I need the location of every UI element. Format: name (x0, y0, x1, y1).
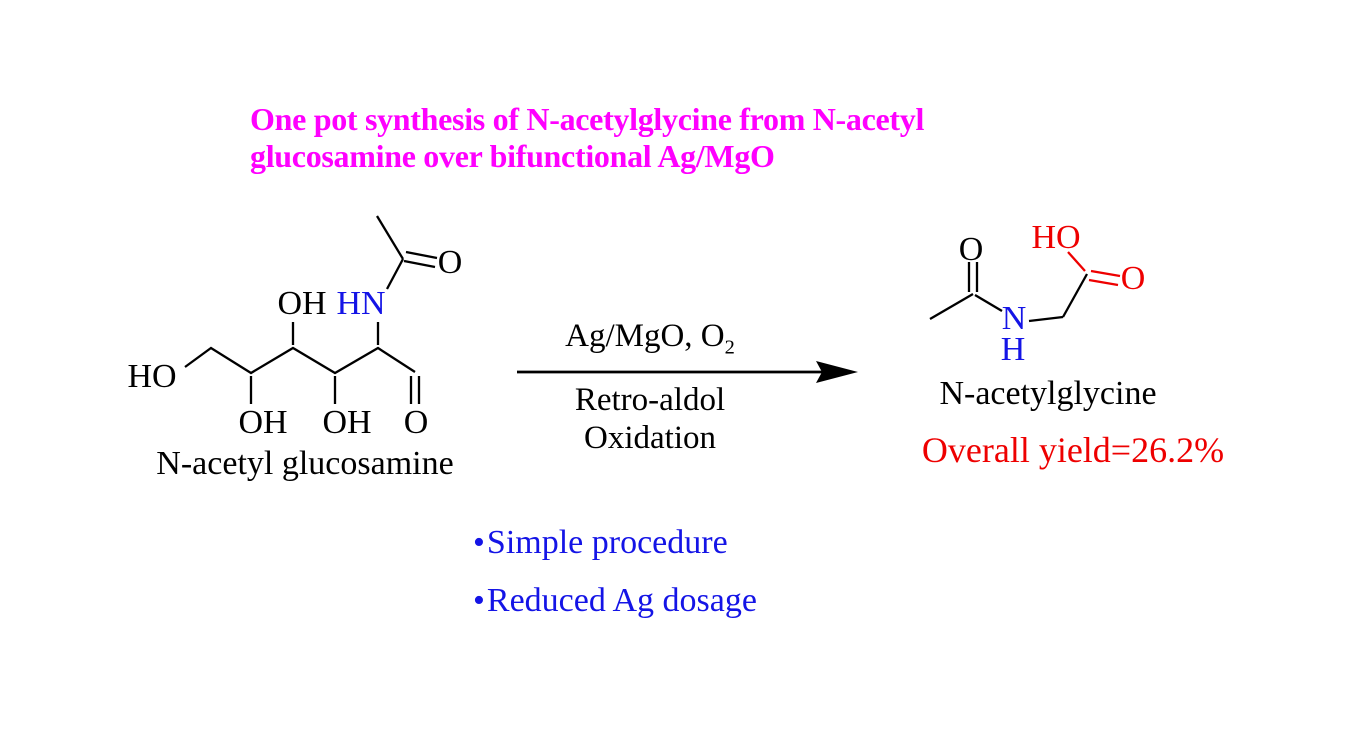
atom-label-ho: HO (127, 358, 176, 395)
atom-label-h: H (1001, 331, 1026, 368)
reaction-arrow (517, 361, 858, 383)
bond-acetyl-n (974, 294, 1003, 312)
reaction-conditions: Ag/MgO, O2 (500, 318, 800, 360)
bond-cooh-oh (1067, 251, 1086, 272)
arrow-head (816, 361, 858, 383)
carbon-backbone (184, 346, 416, 375)
title: One pot synthesis of N-acetylglycine fro… (250, 101, 1150, 175)
atom-label-o-carboxyl: O (1121, 260, 1146, 297)
atom-label-oh-c5: OH (238, 404, 287, 441)
reactant-structure: HO OH OH OH HN O O (127, 215, 463, 441)
highlight-label-2: Reduced Ag dosage (486, 582, 757, 619)
atom-label-oh-c4: OH (277, 285, 326, 322)
atom-label-ho: HO (1031, 219, 1080, 256)
catalyst-subscript: 2 (724, 336, 735, 359)
reaction-step-1: Retro-aldol (574, 382, 726, 418)
highlight-item-2: •Reduced Ag dosage (473, 582, 757, 620)
atom-label-n: N (1002, 300, 1027, 337)
title-line-1: One pot synthesis of N-acetylglycine fro… (250, 101, 925, 137)
bond-acetyl-ch3 (929, 293, 974, 320)
bond-acetyl-ch3 (376, 215, 404, 260)
acetyl-double-bond (967, 262, 979, 292)
highlight-label-1: Simple procedure (486, 524, 728, 561)
reaction-step-2: Oxidation (584, 420, 716, 456)
carboxyl-double-bond (1088, 269, 1121, 287)
bullet-icon: • (473, 582, 485, 619)
acetyl-double-bond (403, 250, 438, 269)
title-line-2: glucosamine over bifunctional Ag/MgO (250, 138, 775, 174)
atom-label-oh-c3: OH (322, 404, 371, 441)
product-structure: O HO O N H (929, 219, 1146, 368)
atom-label-o-acetyl: O (959, 231, 984, 268)
aldehyde-double-bond (409, 376, 421, 404)
bond-ch2-cooh (1061, 273, 1089, 318)
bond-n-acetyl (385, 258, 405, 290)
catalyst-text: Ag/MgO, O (565, 318, 725, 354)
yield-text: Overall yield=26.2% (921, 430, 1225, 470)
bond-n-ch2 (1028, 315, 1064, 323)
reactant-caption: N-acetyl glucosamine (156, 445, 454, 482)
product-caption: N-acetylglycine (939, 375, 1157, 412)
highlight-item-1: •Simple procedure (473, 524, 728, 562)
atom-label-o-aldehyde: O (404, 404, 429, 441)
atom-label-o-acetyl: O (438, 244, 463, 281)
atom-label-hn: HN (336, 285, 385, 322)
bullet-icon: • (473, 524, 485, 561)
